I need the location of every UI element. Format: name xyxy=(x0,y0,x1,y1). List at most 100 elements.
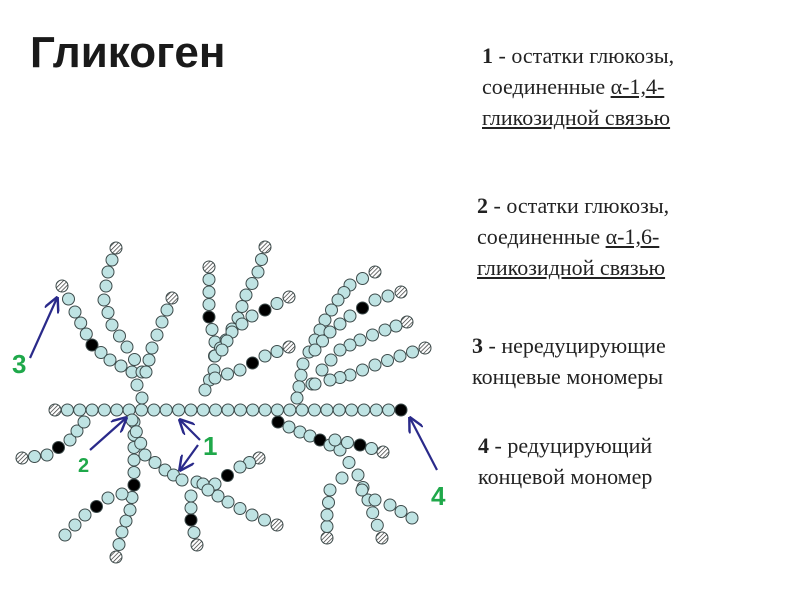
glucose-residue xyxy=(128,353,141,366)
glucose-residue xyxy=(258,513,271,527)
glucose-residue xyxy=(130,378,144,392)
glucose-residue xyxy=(365,442,378,455)
glucose-residue xyxy=(366,328,379,342)
branch-point-glucose xyxy=(258,303,272,317)
glucose-residue xyxy=(381,354,394,367)
glucose-residue xyxy=(202,298,216,311)
glucose-residue xyxy=(202,273,216,286)
glucose-residue xyxy=(99,279,113,293)
glucose-residue xyxy=(155,315,169,329)
glucose-residue xyxy=(148,456,162,469)
glucose-residue xyxy=(351,468,365,482)
glucose-residue xyxy=(129,425,143,439)
non-reducing-end-glucose xyxy=(376,445,390,459)
glucose-residue xyxy=(308,343,322,357)
glucose-residue xyxy=(184,501,198,515)
non-reducing-end-glucose xyxy=(400,315,414,329)
glucose-residue xyxy=(28,450,41,463)
glucose-residue xyxy=(196,403,210,417)
non-reducing-end-glucose xyxy=(320,531,334,545)
glucose-residue xyxy=(393,349,407,363)
page-title: Гликоген xyxy=(30,28,226,77)
branch-point-glucose xyxy=(90,500,103,513)
non-reducing-end-glucose xyxy=(418,341,432,355)
glucose-residue xyxy=(235,317,249,331)
non-reducing-end-glucose xyxy=(109,550,123,564)
glucose-residue xyxy=(258,349,272,363)
glucose-residue xyxy=(308,377,322,391)
glucose-residue xyxy=(110,403,124,417)
arrow-alpha-1-4-bond-b xyxy=(180,444,199,470)
glucose-residue xyxy=(290,391,304,405)
glucose-residue xyxy=(101,491,115,505)
non-reducing-end-glucose xyxy=(282,290,296,304)
legend-bond-type: α-1,6-гликозидной связью xyxy=(477,224,666,280)
glucose-residue xyxy=(150,328,164,342)
non-reducing-end-glucose xyxy=(165,291,179,305)
glucose-residue xyxy=(296,357,310,371)
glucose-residue xyxy=(368,493,382,507)
glucose-residue xyxy=(74,316,88,330)
glucose-residue xyxy=(112,538,126,551)
glucose-residue xyxy=(258,403,272,417)
legend-text: - остатки глюкозы, соединенные xyxy=(482,43,675,99)
glucose-residue xyxy=(63,433,77,447)
legend-number: 3 xyxy=(472,333,483,358)
glucose-residue xyxy=(245,277,259,290)
glucose-residue xyxy=(115,525,129,539)
glucose-residue xyxy=(323,373,337,387)
glucose-residue xyxy=(255,253,268,266)
branch-point-glucose xyxy=(246,356,259,370)
glucose-residue xyxy=(221,495,235,509)
glucose-residue xyxy=(332,403,346,417)
glucose-residue xyxy=(341,436,354,449)
glucose-residue xyxy=(235,300,249,313)
glucose-residue xyxy=(292,380,306,394)
legend-text: - редуцирующий концевой мономер xyxy=(478,433,653,489)
glucose-residue xyxy=(70,424,84,438)
glucose-chains xyxy=(15,240,432,564)
glucose-residue xyxy=(383,498,397,512)
glucose-residue xyxy=(198,383,212,397)
glucose-residue xyxy=(316,334,329,348)
glucose-residue xyxy=(328,433,342,447)
glucose-residue xyxy=(233,363,247,377)
glucose-residue xyxy=(320,520,334,533)
callout-1: 1 xyxy=(203,431,217,461)
glucose-residue xyxy=(208,371,222,385)
glucose-residue xyxy=(233,460,247,474)
glucose-residue xyxy=(127,453,141,467)
glucose-residue xyxy=(324,353,338,367)
non-reducing-end-glucose xyxy=(190,538,204,552)
glucose-residue xyxy=(202,285,216,299)
glucose-residue xyxy=(142,353,156,367)
glucose-residue xyxy=(73,403,87,417)
glucose-residue xyxy=(270,345,284,358)
glucose-residue xyxy=(294,368,308,382)
arrow-reducing-end xyxy=(410,418,438,471)
glucose-residue xyxy=(369,403,383,417)
arrow-alpha-1-4-bond-a xyxy=(180,420,201,441)
glucose-residue xyxy=(406,345,419,359)
glucose-residue xyxy=(138,448,152,462)
glucose-residue xyxy=(355,483,369,497)
glucose-residue xyxy=(331,293,345,307)
glucose-residue xyxy=(295,403,309,417)
glucose-residue xyxy=(233,502,247,515)
legend-number: 1 xyxy=(482,43,493,68)
branch-point-glucose xyxy=(356,301,369,315)
non-reducing-end-glucose xyxy=(109,241,123,255)
glucose-residue xyxy=(105,318,119,332)
glucose-residue xyxy=(172,403,186,417)
glucose-residue xyxy=(389,319,403,333)
glucose-residue xyxy=(101,265,115,279)
callout-2: 2 xyxy=(78,455,89,477)
glucose-residue xyxy=(77,415,91,429)
glucose-residue xyxy=(251,265,265,279)
glucose-residue xyxy=(315,363,329,377)
glucose-residue xyxy=(320,508,334,522)
legend-item-3: 3 - нередуцирующие концевые мономеры xyxy=(472,330,742,392)
glucose-residue xyxy=(94,346,108,359)
glucose-residue xyxy=(119,514,133,528)
glucose-residue xyxy=(378,323,392,337)
